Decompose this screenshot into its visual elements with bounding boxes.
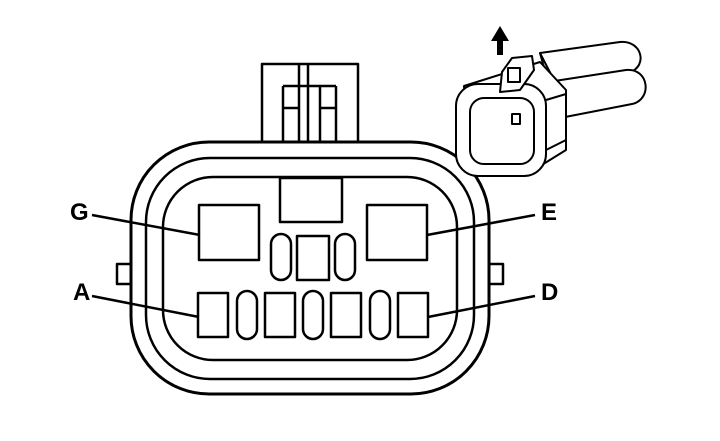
leader-g [91,213,201,237]
pin-label-e: E [541,199,557,226]
slot-bottom-1 [235,289,259,341]
up-arrow-icon [491,26,509,55]
center-key-notch [278,176,344,224]
middle-housing [144,156,476,381]
terminal-c [329,291,363,339]
terminal-f [295,234,331,282]
terminal-e [365,203,429,262]
leader-d [427,294,536,319]
leader-a [91,294,200,319]
terminal-g [197,203,261,262]
leader-lines [91,213,536,319]
leader-e [426,213,536,237]
connector-face-inner [469,97,535,165]
connector-detail [511,113,521,125]
slot-top-left [269,232,293,282]
connector-face [115,62,505,396]
pin-label-d: D [541,279,558,306]
slot-bottom-2 [301,289,325,341]
slot-bottom-3 [368,289,392,341]
terminal-a [196,291,230,339]
terminal-d [396,291,430,339]
rear-tube-lower [547,68,647,119]
locking-tab [260,62,360,156]
pin-label-a: A [73,279,90,306]
connector-perspective-view [455,26,647,177]
outer-housing [129,140,491,396]
slot-top-right [333,232,357,282]
pin-label-g: G [70,199,89,226]
terminal-b [263,291,297,339]
